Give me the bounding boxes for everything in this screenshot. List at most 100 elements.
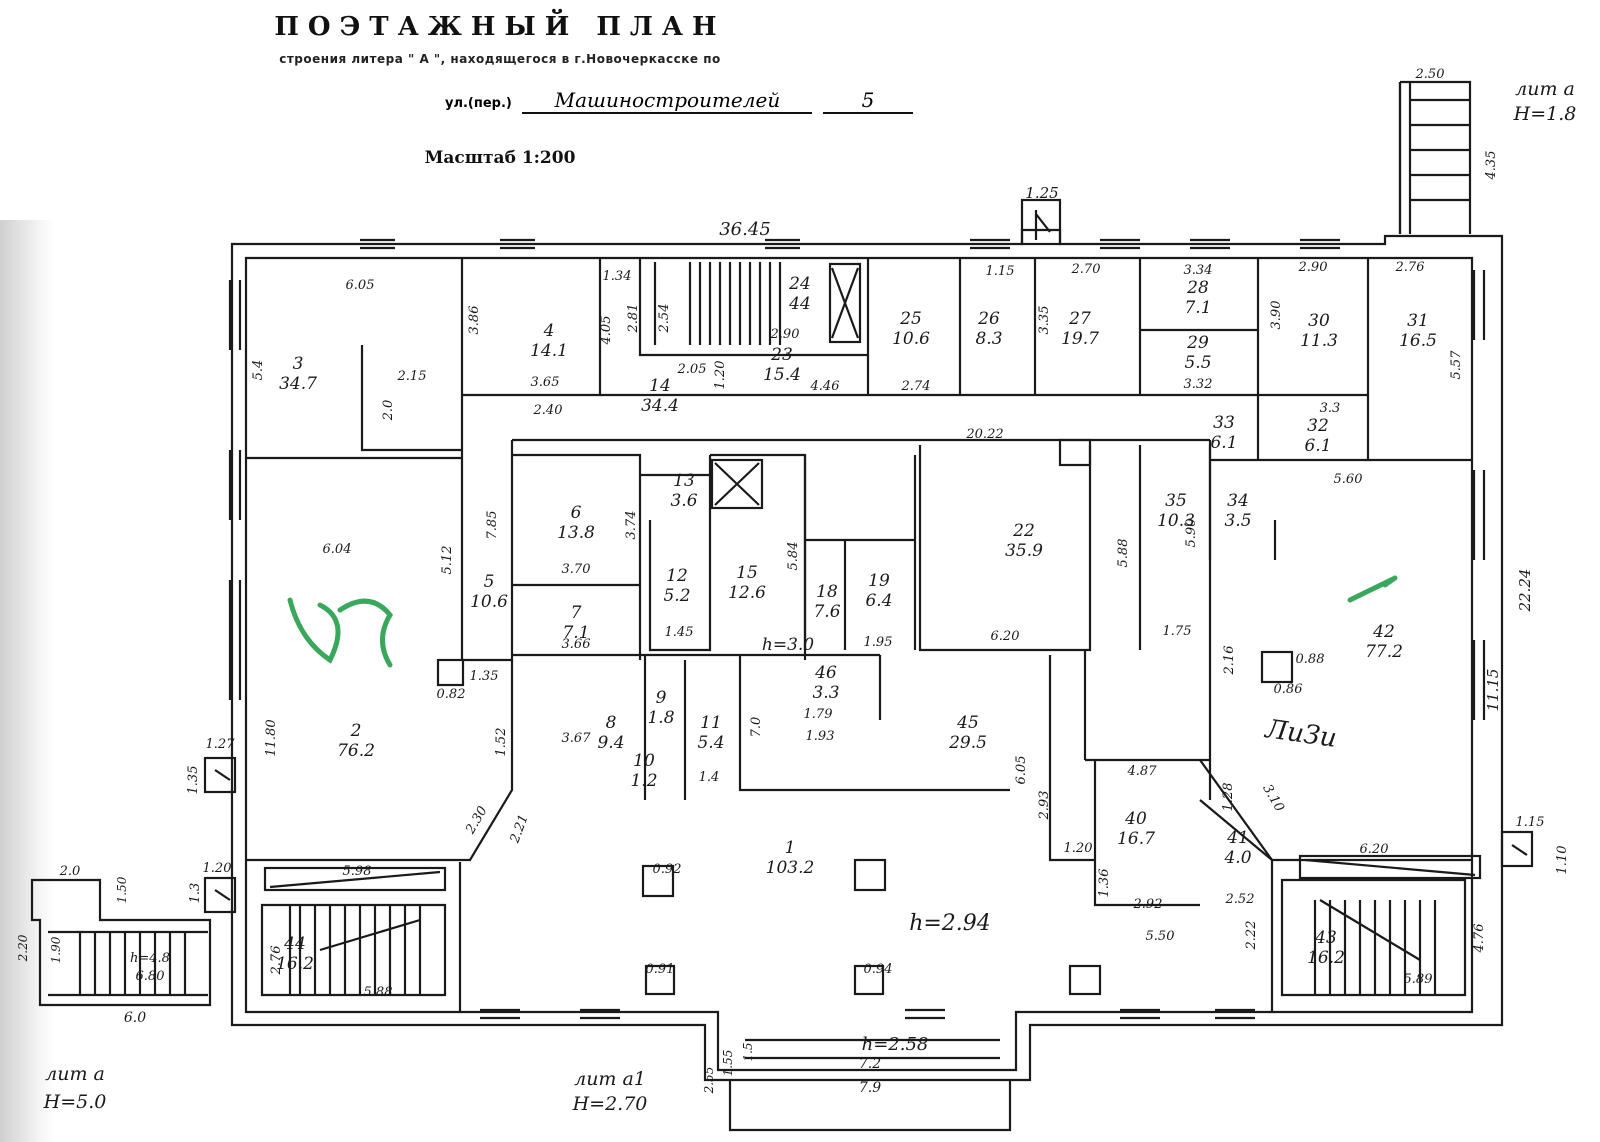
room-number: 44 — [283, 934, 306, 954]
vent-block — [1020, 198, 1062, 246]
dimension-label: 1.15 — [1516, 815, 1545, 830]
dimension-label: 2.0 — [381, 400, 396, 422]
dimension-label: 1.50 — [115, 876, 129, 903]
room-area: 1.2 — [630, 771, 657, 791]
room-area: 103.2 — [766, 858, 815, 878]
dimension-label: 3.65 — [531, 375, 560, 390]
room-area: 35.9 — [1005, 541, 1043, 561]
dimension-label: 2.93 — [1037, 791, 1052, 821]
room-number: 14 — [649, 376, 671, 396]
plan-labels: 1103.2276.2334.7414.1510.6613.877.189.49… — [16, 67, 1576, 1115]
dimension-label: 1.20 — [713, 361, 728, 390]
dimension-label: 3.66 — [562, 637, 591, 652]
dimension-label: 2.40 — [533, 403, 563, 418]
dimension-label: 36.45 — [719, 219, 771, 240]
room-number: 42 — [1372, 622, 1395, 642]
outer-wall — [230, 228, 1504, 1082]
dimension-label: 1.90 — [49, 936, 63, 963]
dimension-label: 3.74 — [624, 511, 639, 540]
room-area: 19.7 — [1061, 329, 1099, 349]
dimension-label: 1.5 — [741, 1042, 755, 1061]
column — [436, 658, 465, 687]
plan-subtitle: строения литера " А ", находящегося в г.… — [279, 52, 721, 66]
dimension-label: 6.20 — [1360, 842, 1389, 857]
dimension-label: 1.79 — [804, 707, 833, 722]
dimension-label: 5.4 — [251, 360, 266, 381]
dimension-label: 1.4 — [699, 770, 720, 785]
dimension-label: 2.22 — [1244, 921, 1259, 951]
dimension-label: 0.92 — [653, 862, 682, 877]
dimension-label: 2.81 — [626, 304, 641, 334]
dimension-label: 0.86 — [1274, 682, 1303, 697]
dimension-label: 1.35 — [470, 669, 499, 684]
left-entrance-door-2 — [203, 876, 237, 914]
dimension-label: 1.55 — [721, 1050, 735, 1077]
dimension-label: 2.90 — [1298, 260, 1328, 275]
column — [1260, 650, 1294, 684]
room-area: 10.6 — [892, 329, 930, 349]
dimension-label: 2.74 — [901, 379, 931, 394]
room-area: 5.2 — [663, 586, 690, 606]
dimension-label: 0.82 — [437, 687, 466, 702]
dimension-label: 3.70 — [562, 562, 591, 577]
room-number: 33 — [1213, 413, 1235, 433]
dimension-label: 4.46 — [810, 379, 840, 394]
dimension-label: 5.12 — [440, 546, 455, 575]
room-area: 7.1 — [562, 623, 589, 643]
dimension-label: 1.3 — [188, 883, 203, 904]
room-area: 14.1 — [530, 341, 568, 361]
room-height: h=4.8 — [130, 951, 170, 966]
room-number: 13 — [673, 471, 695, 491]
dimension-label: 7.0 — [749, 717, 764, 738]
dimension-label: 4.05 — [599, 316, 614, 346]
dimension-label: 3.35 — [1037, 306, 1052, 335]
dimension-label: 2.20 — [16, 934, 30, 962]
green-stamp-b3 — [287, 597, 394, 668]
dimension-label: 7.2 — [859, 1056, 881, 1072]
dimension-label: 3.3 — [1320, 401, 1341, 416]
room-number: 19 — [868, 571, 890, 591]
room-height: h=2.94 — [909, 911, 991, 936]
dimension-label: 1.36 — [1097, 869, 1112, 898]
room-area: 34.4 — [641, 396, 679, 416]
liter-label: H=2.70 — [572, 1093, 648, 1115]
dimension-label: 0.88 — [1296, 652, 1325, 667]
room-number: 15 — [736, 563, 758, 583]
dimension-label: 2.76 — [1395, 260, 1425, 275]
dimension-label: 5.89 — [1404, 972, 1433, 987]
room-number: 10 — [633, 751, 655, 771]
room-area: 11.3 — [1300, 331, 1338, 351]
liter-label: лит а — [1515, 78, 1575, 100]
room-area: 4.0 — [1223, 848, 1251, 868]
dimension-label: 1.34 — [603, 269, 632, 284]
room-area: 5.5 — [1184, 353, 1211, 373]
dimension-label: 6.0 — [124, 1010, 146, 1026]
street-number: 5 — [822, 88, 913, 114]
dimension-label: 11.15 — [1484, 669, 1502, 712]
dimension-label: 4.87 — [1127, 764, 1158, 779]
dimension-label: 5.88 — [364, 985, 393, 1000]
room-area: 7.6 — [813, 602, 840, 622]
room-number: 45 — [956, 713, 979, 733]
room-number: 8 — [606, 713, 617, 733]
dimension-label: 2.54 — [657, 304, 672, 334]
room-number: 7 — [571, 603, 582, 623]
dimension-label: 3.10 — [1259, 782, 1286, 815]
dimension-label: 3.86 — [467, 306, 482, 335]
dimension-label: 2.52 — [1225, 892, 1255, 907]
left-entrance-door — [203, 756, 237, 794]
room-number: 27 — [1068, 309, 1091, 329]
plan-title: ПОЭТАЖНЫЙ ПЛАН — [274, 12, 726, 42]
dimension-label: 1.75 — [1163, 624, 1192, 639]
dimension-label: 2.55 — [702, 1067, 716, 1095]
liter-label: лит а — [45, 1063, 105, 1085]
room-area: 6.1 — [1304, 436, 1331, 456]
dimension-label: 3.32 — [1184, 377, 1213, 392]
dimension-label: 1.20 — [1064, 841, 1093, 856]
room-number: 5 — [484, 572, 495, 592]
room-area: 1.8 — [647, 708, 674, 728]
street-line: ул.(пер.) Машиностроителей 5 — [445, 88, 913, 114]
column — [1068, 964, 1102, 996]
plan-walls — [30, 80, 1534, 1132]
